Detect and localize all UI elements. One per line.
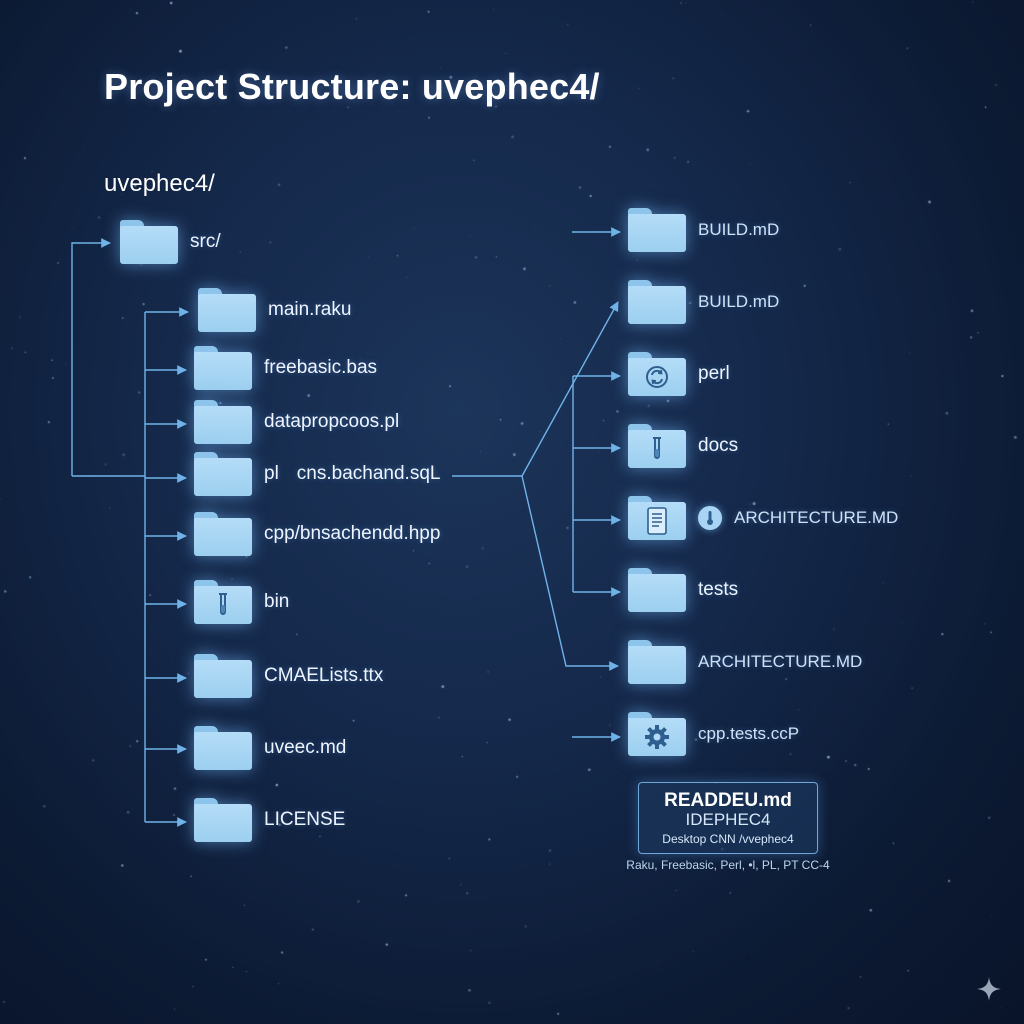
file-dataprop-pl[interactable]: datapropсoos.pl [194, 400, 399, 444]
file-architecture-md-1[interactable]: ARCHITECTURE.MD [628, 496, 898, 540]
folder-tests[interactable]: tests [628, 568, 738, 612]
file-build-md-2[interactable]: BUILD.mD [628, 280, 779, 324]
file-label: bin [264, 591, 290, 612]
folder-icon [194, 452, 252, 496]
test-tube-icon [628, 424, 686, 468]
test-tube-icon [194, 580, 252, 624]
folder-perl[interactable]: perl [628, 352, 730, 396]
folder-icon [120, 220, 178, 264]
file-label: tests [698, 579, 739, 600]
file-label: ARCHITECTURE.MD [698, 652, 863, 671]
file-extra-label: cns.bachand.sqL [296, 463, 441, 484]
folder-icon [194, 346, 252, 390]
src-folder[interactable]: src/ [120, 220, 221, 264]
file-cpp-tests[interactable]: cpp.tests.ccP [628, 712, 799, 756]
file-main-raku[interactable]: main.raku [198, 288, 351, 332]
file-label: LICENSE [264, 809, 346, 830]
file-label: perl [698, 363, 730, 384]
folder-icon [194, 798, 252, 842]
file-freebasic-bas[interactable]: freebasic.bas [194, 346, 377, 390]
file-label: pl [264, 463, 279, 484]
file-label: cpp/bnsachendd.hpp [264, 523, 441, 544]
folder-icon [628, 208, 686, 252]
readme-title: READDEU.md [664, 790, 792, 811]
file-label: CMAELists.ttx [264, 665, 384, 686]
sparkle-icon [977, 977, 1001, 1001]
readme-card[interactable]: READDEU.md IDEPHEC4 Desktop CNN /vvephec… [638, 782, 818, 854]
file-uveec-md[interactable]: uveec.md [194, 726, 346, 770]
folder-icon [628, 640, 686, 684]
folder-docs[interactable]: docs [628, 424, 738, 468]
file-label: datapropсoos.pl [264, 411, 400, 432]
file-label: main.raku [268, 299, 352, 320]
gear-icon [628, 712, 686, 756]
page-title: Project Structure: uvephec4/ [104, 66, 600, 107]
folder-bin[interactable]: bin [194, 580, 289, 624]
file-label: cpp.tests.ccP [698, 724, 800, 743]
src-folder-label: src/ [190, 231, 221, 252]
document-icon [628, 496, 686, 540]
folder-icon [194, 512, 252, 556]
readme-path: Desktop CNN /vvephec4 [662, 832, 794, 846]
root-folder-label: uvephec4/ [104, 170, 215, 197]
folder-icon [194, 654, 252, 698]
readme-subtitle: IDEPHEC4 [685, 810, 771, 829]
file-pl[interactable]: pl cns.bachand.sqL [194, 452, 440, 496]
file-architecture-md-2[interactable]: ARCHITECTURE.MD [628, 640, 862, 684]
file-label: BUILD.mD [698, 220, 780, 239]
folder-icon [628, 280, 686, 324]
sync-icon [628, 352, 686, 396]
folder-icon [198, 288, 256, 332]
file-license[interactable]: LICENSE [194, 798, 345, 842]
folder-icon [628, 568, 686, 612]
file-cpp-hpp[interactable]: cpp/bnsachendd.hpp [194, 512, 440, 556]
file-label: freebasic.bas [264, 357, 378, 378]
file-label: BUILD.mD [698, 292, 780, 311]
folder-icon [194, 400, 252, 444]
readme-languages: Raku, Freebasic, Perl, •l, PL, PT CC-4 [626, 858, 830, 872]
folder-icon [194, 726, 252, 770]
file-build-md-1[interactable]: BUILD.mD [628, 208, 779, 252]
file-label: ARCHITECTURE.MD [734, 508, 899, 527]
file-label: uveec.md [264, 737, 347, 758]
thermometer-icon [698, 506, 722, 530]
file-label: docs [698, 435, 739, 456]
file-cmakelists[interactable]: CMAELists.ttx [194, 654, 383, 698]
